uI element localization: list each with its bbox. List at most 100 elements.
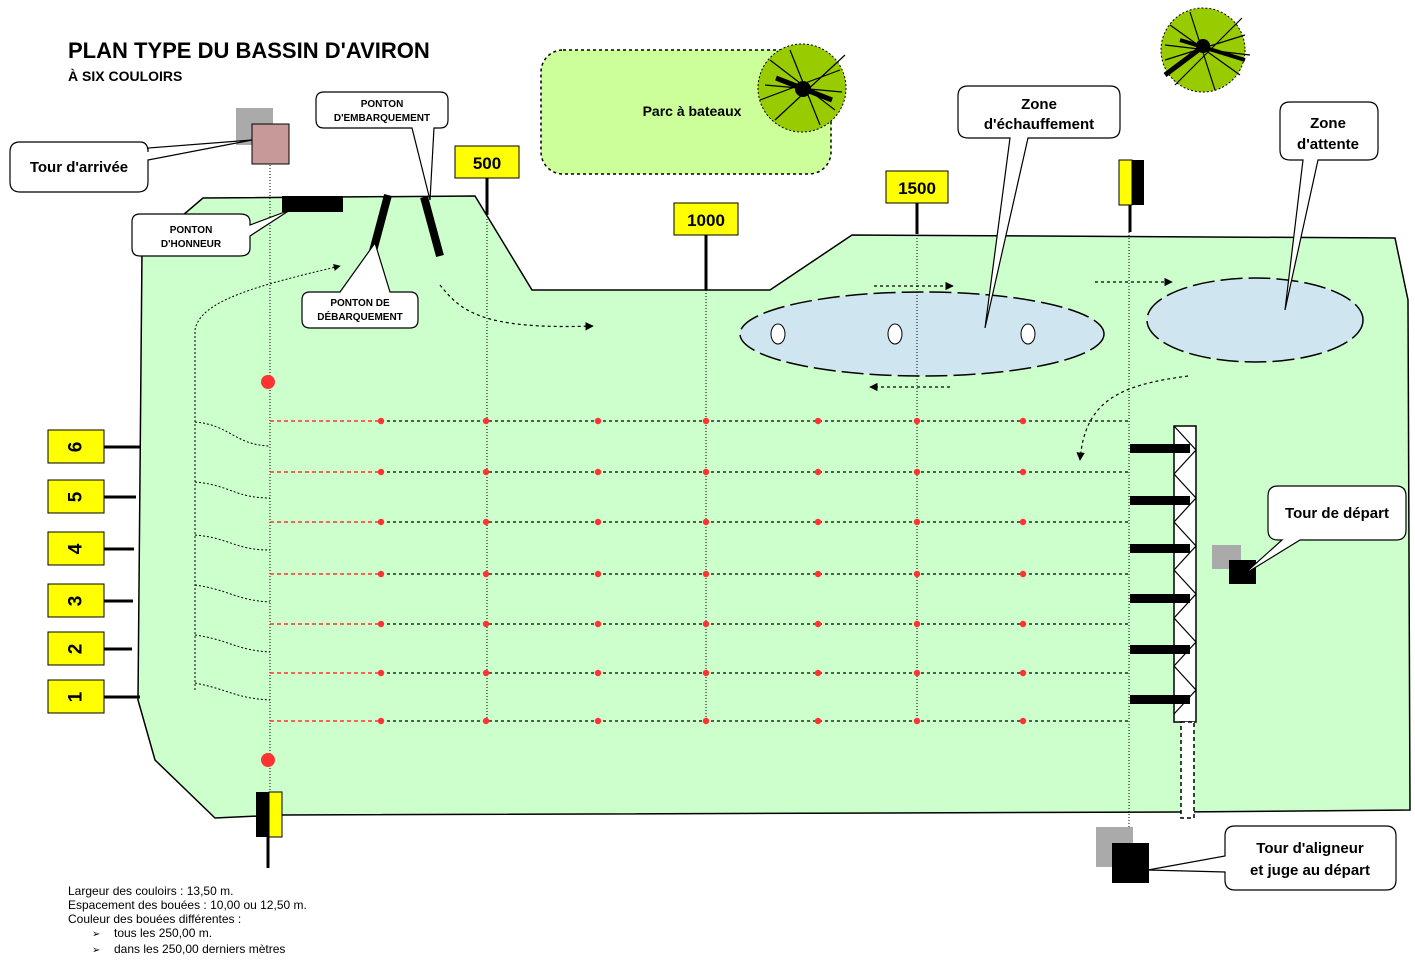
lane-buoy (913, 717, 921, 725)
note-bullet: dans les 250,00 derniers mètres (68, 942, 307, 958)
lane-buoy (1019, 669, 1027, 677)
lane-buoy (1019, 570, 1027, 578)
note-line: Largeur des couloirs : 13,50 m. (68, 884, 234, 898)
lane-approach (194, 682, 271, 701)
ponton-embarquement-label-2: D'EMBARQUEMENT (334, 113, 430, 124)
lane-buoy (1019, 518, 1027, 526)
lane-buoy (482, 518, 490, 526)
lane-buoy (814, 518, 822, 526)
callout-tour-aligneur (1147, 825, 1397, 891)
lane-buoy (482, 620, 490, 628)
start-block (1130, 544, 1190, 553)
callout-zone-attente (1279, 101, 1379, 311)
zone-echauffement-label-1: Zone (1021, 96, 1057, 113)
lane-buoy (702, 518, 710, 526)
lane-board (47, 631, 105, 666)
zone-echauffement (739, 291, 1105, 377)
ponton-debarquement-label-2: DÉBARQUEMENT (317, 310, 403, 323)
lane-buoy (702, 669, 710, 677)
lane-buoy (377, 468, 385, 476)
lane-board (47, 531, 105, 566)
marker-1500-label: 1500 (898, 179, 936, 198)
lane-buoy (702, 468, 710, 476)
lane-buoy (1019, 417, 1027, 425)
marker-500 (454, 145, 520, 179)
lane-buoy (482, 570, 490, 578)
return-path (194, 264, 341, 690)
note-line: Espacement des bouées : 10,00 ou 12,50 m… (68, 898, 307, 912)
parc-bateaux-label: Parc à bateaux (643, 103, 742, 119)
tour-aligneur-label-1: Tour d'aligneur (1256, 840, 1364, 857)
legend-notes: Largeur des couloirs : 13,50 m. Espaceme… (68, 884, 307, 958)
lane-approach (194, 634, 271, 653)
callout-tour-arrivee (9, 139, 253, 193)
lane-buoy (482, 417, 490, 425)
marker-1500 (885, 170, 949, 204)
lane-buoy (702, 717, 710, 725)
lane-approach (194, 421, 271, 447)
warmup-buoy (887, 323, 903, 345)
marker-1000 (673, 202, 739, 236)
tour-aligneur-label-2: et juge au départ (1250, 862, 1370, 879)
lane-buoy (814, 417, 822, 425)
buoy (261, 753, 275, 767)
ponton-honneur-label-2: D'HONNEUR (161, 239, 222, 250)
diagram-subtitle: À SIX COULOIRS (68, 68, 183, 84)
tour-aligneur (1112, 843, 1149, 883)
callout-ponton-embarquement (315, 91, 449, 201)
lane-buoy (377, 417, 385, 425)
marker-1000-label: 1000 (687, 211, 725, 230)
lane-approach (194, 584, 271, 603)
lane-number: 2 (66, 644, 87, 655)
start-flag (1118, 159, 1133, 206)
callout-ponton-honneur (131, 209, 291, 257)
lane-buoy (594, 669, 602, 677)
tour-arrivee-label: Tour d'arrivée (30, 159, 128, 176)
lane-buoy (814, 570, 822, 578)
lane-buoy (594, 518, 602, 526)
callout-tour-depart (1242, 485, 1407, 576)
start-block (1130, 645, 1190, 654)
lane-approach (194, 481, 271, 499)
lane-buoy (377, 620, 385, 628)
lane-buoy (1019, 620, 1027, 628)
lane-buoy (377, 717, 385, 725)
ponton-debarquement-label-1: PONTON DE (330, 298, 390, 309)
start-block (1130, 444, 1190, 453)
lane-buoy (594, 717, 602, 725)
lane-buoy (702, 620, 710, 628)
lane-buoy (594, 417, 602, 425)
lane-buoy (913, 518, 921, 526)
warmup-buoy (1020, 323, 1036, 345)
start-flag-black (1132, 160, 1144, 205)
lane-buoy (594, 468, 602, 476)
lane-buoy (913, 417, 921, 425)
start-block (1130, 695, 1190, 704)
lane-buoy (913, 620, 921, 628)
lane-board (47, 583, 105, 618)
lane-buoy (377, 518, 385, 526)
lane-buoy (913, 570, 921, 578)
zone-attente-label-2: d'attente (1297, 136, 1359, 153)
lane-number: 6 (66, 442, 87, 453)
starting-pontoon-extension (1180, 721, 1195, 819)
lane-buoy (482, 468, 490, 476)
lane-buoy (814, 468, 822, 476)
lane-board (47, 679, 105, 714)
ponton-honneur (282, 196, 343, 212)
tour-arrivee (251, 123, 290, 165)
tour-depart (1229, 560, 1256, 584)
lane-buoy (594, 620, 602, 628)
marker-500-label: 500 (473, 154, 501, 173)
zone-attente (1146, 277, 1364, 363)
zone-echauffement-label-2: d'échauffement (984, 116, 1094, 133)
finish-flag (268, 791, 283, 838)
lane-approach (194, 534, 271, 551)
lane-buoy (1019, 468, 1027, 476)
start-block (1130, 594, 1190, 603)
note-line: Couleur des bouées différentes : (68, 912, 242, 926)
lane-number: 3 (66, 596, 87, 607)
lane-number: 1 (66, 691, 87, 702)
lane-buoy (913, 468, 921, 476)
lane-buoy (377, 669, 385, 677)
